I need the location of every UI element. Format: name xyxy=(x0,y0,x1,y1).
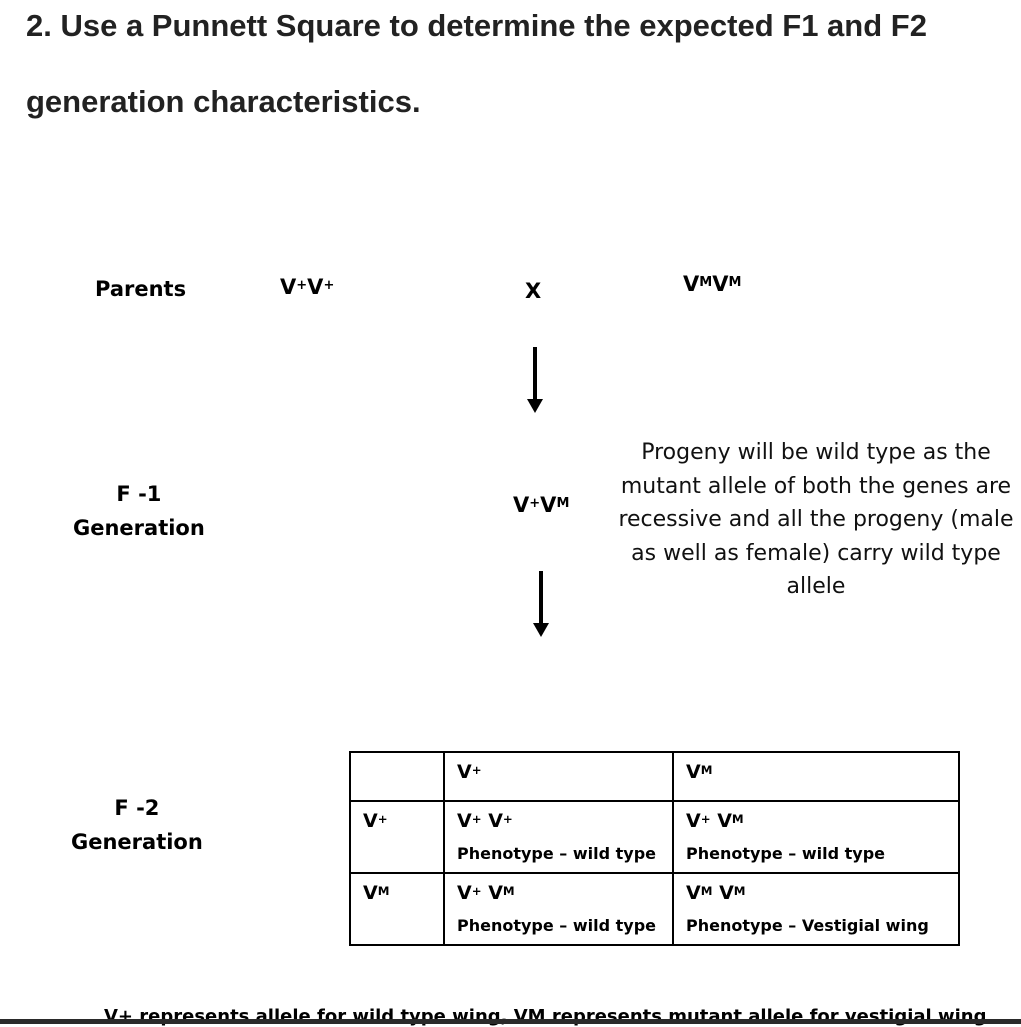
column-header-v-m: VM xyxy=(672,751,960,802)
column-header-v-plus: V+ xyxy=(443,751,674,802)
punnett-square-table: V+ VM V+ V+ V+ Phenotype – wild type V+ … xyxy=(349,751,960,946)
table-row: VM V+ VM Phenotype – wild type VM VM Phe… xyxy=(349,872,960,946)
genotype-cell: V+ VM Phenotype – wild type xyxy=(443,872,674,946)
question-title-line2: generation characteristics. xyxy=(26,84,421,119)
f2-label-line2: Generation xyxy=(71,830,203,854)
f2-generation-label: F -2 Generation xyxy=(71,791,203,859)
f1-progeny-note: Progeny will be wild type as the mutant … xyxy=(618,440,1014,599)
f1-label-line2: Generation xyxy=(73,516,205,540)
f1-genotype: V+VM xyxy=(513,493,570,517)
f2-label-line1: F -2 xyxy=(114,796,160,820)
phenotype-label: Phenotype – Vestigial wing xyxy=(686,916,929,935)
row-header-v-m: VM xyxy=(349,872,445,946)
genotype-cell: VM VM Phenotype – Vestigial wing xyxy=(672,872,960,946)
row-header-v-plus: V+ xyxy=(349,800,445,874)
question-title-line1: 2. Use a Punnett Square to determine the… xyxy=(26,8,927,43)
phenotype-label: Phenotype – wild type xyxy=(457,916,657,935)
parent2-genotype: VMVM xyxy=(683,272,742,296)
f1-generation-label: F -1 Generation xyxy=(73,477,205,545)
parent1-genotype: V+V+ xyxy=(280,275,335,299)
table-row: V+ V+ V+ Phenotype – wild type V+ VM Phe… xyxy=(349,800,960,874)
cross-symbol: X xyxy=(525,279,542,303)
phenotype-label: Phenotype – wild type xyxy=(686,844,886,863)
footer-divider xyxy=(0,1019,1021,1024)
table-header-row: V+ VM xyxy=(349,751,960,802)
parents-label: Parents xyxy=(95,277,187,301)
down-arrow-icon xyxy=(527,347,543,413)
phenotype-label: Phenotype – wild type xyxy=(457,844,657,863)
down-arrow-icon xyxy=(533,571,549,637)
f1-label-line1: F -1 xyxy=(116,482,162,506)
corner-cell xyxy=(349,751,445,802)
genotype-cell: V+ V+ Phenotype – wild type xyxy=(443,800,674,874)
genotype-cell: V+ VM Phenotype – wild type xyxy=(672,800,960,874)
